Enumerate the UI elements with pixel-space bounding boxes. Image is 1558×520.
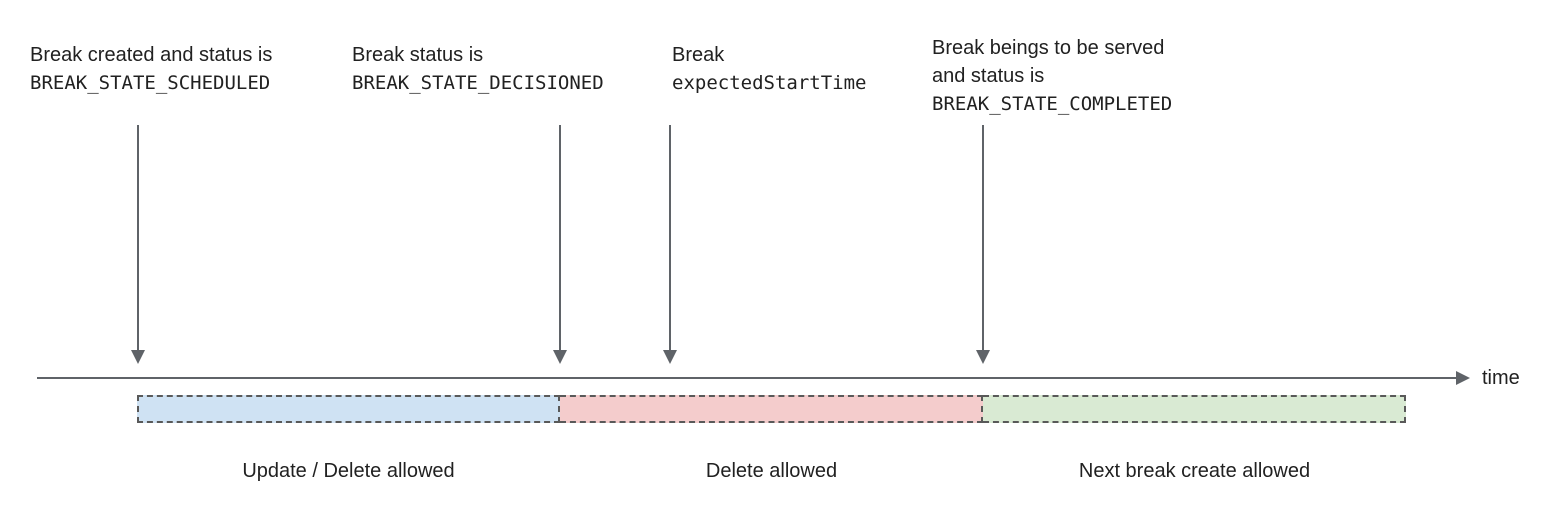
annotation-text: Break created and status is <box>30 44 273 66</box>
annotation-text: Break beings to be served <box>932 37 1165 59</box>
segment-next-break-create-allowed <box>983 395 1406 423</box>
segment-caption: Delete allowed <box>705 460 838 482</box>
arrow-shaft <box>137 125 139 351</box>
segment-caption: Next break create allowed <box>1078 460 1311 482</box>
annotation-text: and status is <box>932 65 1045 87</box>
arrow-shaft <box>982 125 984 351</box>
annotation-break-completed: Break beings to be served and status is … <box>932 34 1172 118</box>
arrow-shaft <box>669 125 671 351</box>
annotation-expected-start-time: Break expectedStartTime <box>672 41 866 97</box>
annotation-code: BREAK_STATE_COMPLETED <box>932 93 1173 115</box>
annotation-text: Break <box>672 44 725 66</box>
arrow-head <box>976 350 990 364</box>
timeline-axis <box>37 377 1457 379</box>
arrow-head <box>663 350 677 364</box>
segment-caption: Update / Delete allowed <box>242 460 455 482</box>
arrow-shaft <box>559 125 561 351</box>
annotation-code: expectedStartTime <box>672 72 867 94</box>
annotation-break-scheduled: Break created and status is BREAK_STATE_… <box>30 41 272 97</box>
annotation-code: BREAK_STATE_SCHEDULED <box>30 72 271 94</box>
right-arrow-icon <box>1456 371 1470 385</box>
annotation-code: BREAK_STATE_DECISIONED <box>352 72 604 94</box>
arrow-head <box>553 350 567 364</box>
annotation-text: Break status is <box>352 44 484 66</box>
annotation-break-decisioned: Break status is BREAK_STATE_DECISIONED <box>352 41 604 97</box>
segment-delete-allowed <box>560 395 983 423</box>
segment-update-delete-allowed <box>137 395 560 423</box>
arrow-head <box>131 350 145 364</box>
timeline-axis-label: time <box>1482 367 1520 389</box>
